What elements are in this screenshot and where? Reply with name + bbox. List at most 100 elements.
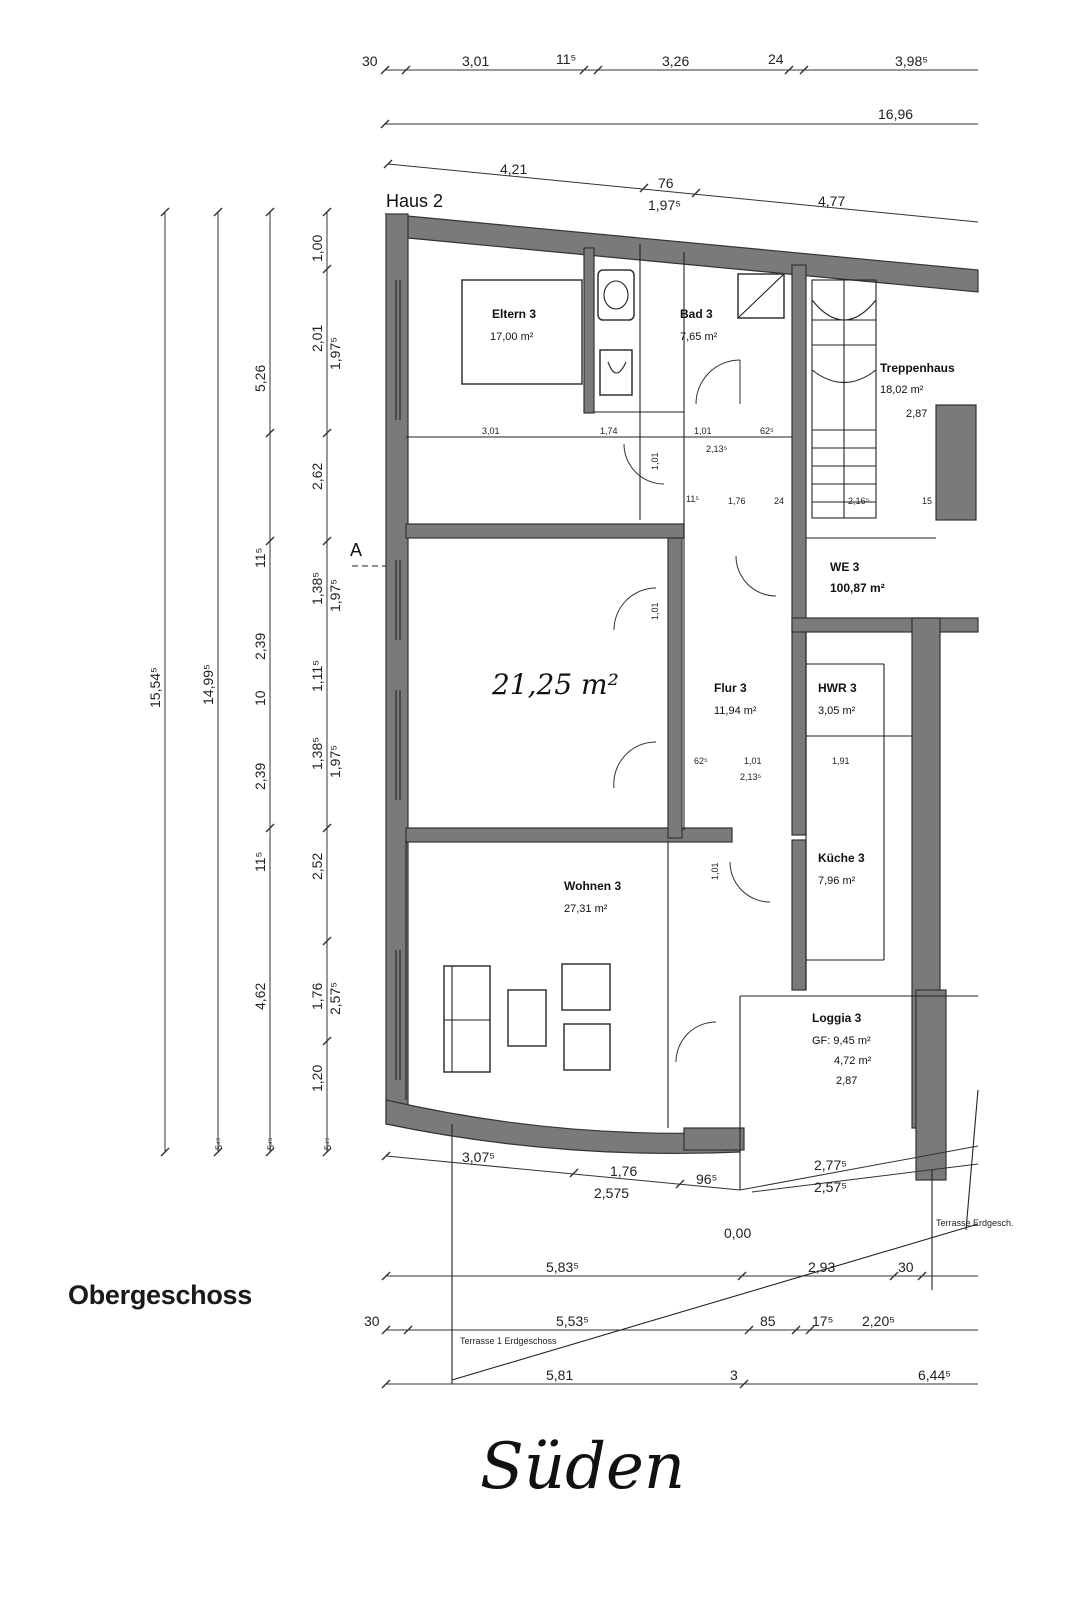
house-label: Haus 2 (386, 191, 443, 211)
bottom-dim-175: 17⁵ (812, 1313, 833, 1329)
dim-c3-115-b: 11⁵ (252, 852, 268, 872)
doors (613, 359, 777, 1063)
dim-c4-1975-b: 1,97⁵ (327, 579, 343, 612)
bath-fixtures (597, 269, 785, 396)
room-treppenhaus-name: Treppenhaus (880, 361, 955, 375)
dim-c4-1385-a: 1,38⁵ (309, 572, 325, 605)
terrace-note-1: Terrasse 1 Erdgeschoss (460, 1336, 557, 1346)
dim-c4-252: 2,52 (309, 853, 325, 880)
dim-c4-1975-c: 1,97⁵ (327, 745, 343, 778)
room-wohnen-name: Wohnen 3 (564, 879, 621, 893)
dim-477: 4,77 (818, 193, 845, 209)
room-hwr-area: 3,05 m² (818, 705, 856, 717)
walls (384, 213, 979, 1181)
dim-c3-462: 4,62 (252, 983, 268, 1010)
bottom-dim-581: 5,81 (546, 1367, 573, 1383)
dim-c3-115-a: 11⁵ (252, 548, 268, 568)
inner-dim-174: 1,74 (600, 426, 618, 436)
room-loggia-gf: GF: 9,45 m² (812, 1035, 871, 1047)
section-marker-label: A (350, 540, 362, 560)
unit-we-name: WE 3 (830, 560, 860, 574)
inner-dim-24: 24 (774, 496, 784, 506)
staircase (811, 279, 877, 519)
inner-dim-101-c: 1,01 (650, 452, 660, 470)
inner-dim-625-a: 62⁵ (760, 426, 774, 436)
left-dimensions: 15,54⁵ 14,99⁵ 5⁴⁵ 5,26 11⁵ 2,39 10 2,39 … (147, 207, 343, 1157)
dim-c3-526: 5,26 (252, 365, 268, 392)
dim-c4-1115: 1,11⁵ (309, 660, 325, 692)
bottom-dim-5535: 5,53⁵ (556, 1313, 589, 1329)
inner-dim-2135-a: 2,13⁵ (706, 444, 728, 454)
top-dimensions: 30 3,01 11⁵ 3,26 24 3,98⁵ 16,96 4,21 76 … (362, 51, 979, 223)
orientation-note: Süden (480, 1430, 686, 1504)
bottom-dim-85: 85 (760, 1313, 776, 1329)
room-flur-area: 11,94 m² (714, 705, 757, 717)
dim-top-3985: 3,98⁵ (895, 53, 928, 69)
level-mark: 0,00 (724, 1225, 751, 1241)
inner-dim-301: 3,01 (482, 426, 500, 436)
dim-total-width: 16,96 (878, 106, 913, 122)
bottom-dim-5835: 5,83⁵ (546, 1259, 579, 1275)
inner-dim-101-a: 1,01 (694, 426, 712, 436)
inner-dim-625-b: 62⁵ (694, 756, 708, 766)
room-loggia-height: 2,87 (836, 1075, 857, 1087)
room-bad-area: 7,65 m² (680, 331, 718, 343)
bottom-dim-2205: 2,20⁵ (862, 1313, 895, 1329)
inner-dim-2135-b: 2,13⁵ (740, 772, 762, 782)
inner-dim-101-e: 1,01 (710, 862, 720, 880)
dim-top-115: 11⁵ (556, 51, 576, 67)
windows (395, 280, 401, 1080)
inner-dimensions: 3,01 1,74 1,01 62⁵ 2,13⁵ 11⁵ 1,76 24 2,1… (482, 426, 932, 880)
living-furniture (443, 963, 611, 1073)
bottom-dim-30-b: 30 (364, 1313, 380, 1329)
dim-c4-262: 2,62 (309, 463, 325, 490)
room-eltern-name: Eltern 3 (492, 307, 536, 321)
terrace-note-2: Terrasse Erdgesch. (936, 1218, 1014, 1228)
bottom-dim-30-a: 30 (898, 1259, 914, 1275)
inner-dim-15: 15 (922, 496, 932, 506)
dim-c4-176: 1,76 (309, 983, 325, 1010)
dim-c3-545: 5⁴⁵ (266, 1137, 276, 1150)
section-marker: A (350, 540, 392, 567)
room-bad-name: Bad 3 (680, 307, 713, 321)
dim-c4-1975-a: 1,97⁵ (327, 337, 343, 370)
dim-top-301: 3,01 (462, 53, 489, 69)
bottom-dim-176: 1,76 (610, 1163, 637, 1179)
bottom-dim-965: 96⁵ (696, 1171, 717, 1187)
room-labels: Eltern 3 17,00 m² Bad 3 7,65 m² Treppenh… (490, 307, 955, 1087)
dim-top-24: 24 (768, 51, 784, 67)
dim-top-30: 30 (362, 53, 378, 69)
bottom-dim-3075: 3,07⁵ (462, 1149, 495, 1165)
bottom-dim-2575-b: 2,57⁵ (814, 1179, 847, 1195)
bottom-dim-2775: 2,77⁵ (814, 1157, 847, 1173)
bottom-dim-6445: 6,44⁵ (918, 1367, 951, 1383)
room-hwr-name: HWR 3 (818, 681, 857, 695)
inner-dim-191: 1,91 (832, 756, 850, 766)
inner-dim-101-b: 1,01 (744, 756, 762, 766)
dim-left-1499: 14,99⁵ (200, 664, 216, 705)
room-flur-name: Flur 3 (714, 681, 747, 695)
dim-c3-239-a: 2,39 (252, 633, 268, 660)
dim-left-545-a: 5⁴⁵ (214, 1137, 224, 1150)
dim-c4-1385-b: 1,38⁵ (309, 737, 325, 770)
bed-outline (461, 279, 583, 385)
dim-c4-100: 1,00 (309, 235, 325, 262)
handwritten-area: 21,25 m² (491, 668, 619, 701)
dim-c3-239-b: 2,39 (252, 763, 268, 790)
room-kueche-area: 7,96 m² (818, 875, 856, 887)
bottom-dim-293: 2,93 (808, 1259, 835, 1275)
room-kueche-name: Küche 3 (818, 851, 865, 865)
unit-we-area: 100,87 m² (830, 581, 885, 595)
inner-dim-2165: 2,16⁵ (848, 496, 870, 506)
room-wohnen-area: 27,31 m² (564, 903, 608, 915)
bottom-dim-3: 3 (730, 1367, 738, 1383)
dim-left-1554: 15,54⁵ (147, 667, 163, 708)
dim-c3-10: 10 (252, 690, 268, 706)
room-loggia-name: Loggia 3 (812, 1011, 862, 1025)
room-treppenhaus-area: 18,02 m² (880, 384, 924, 396)
dim-c4-201: 2,01 (309, 325, 325, 352)
inner-dim-176: 1,76 (728, 496, 746, 506)
dim-421: 4,21 (500, 161, 527, 177)
room-treppenhaus-height: 2,87 (906, 408, 927, 420)
